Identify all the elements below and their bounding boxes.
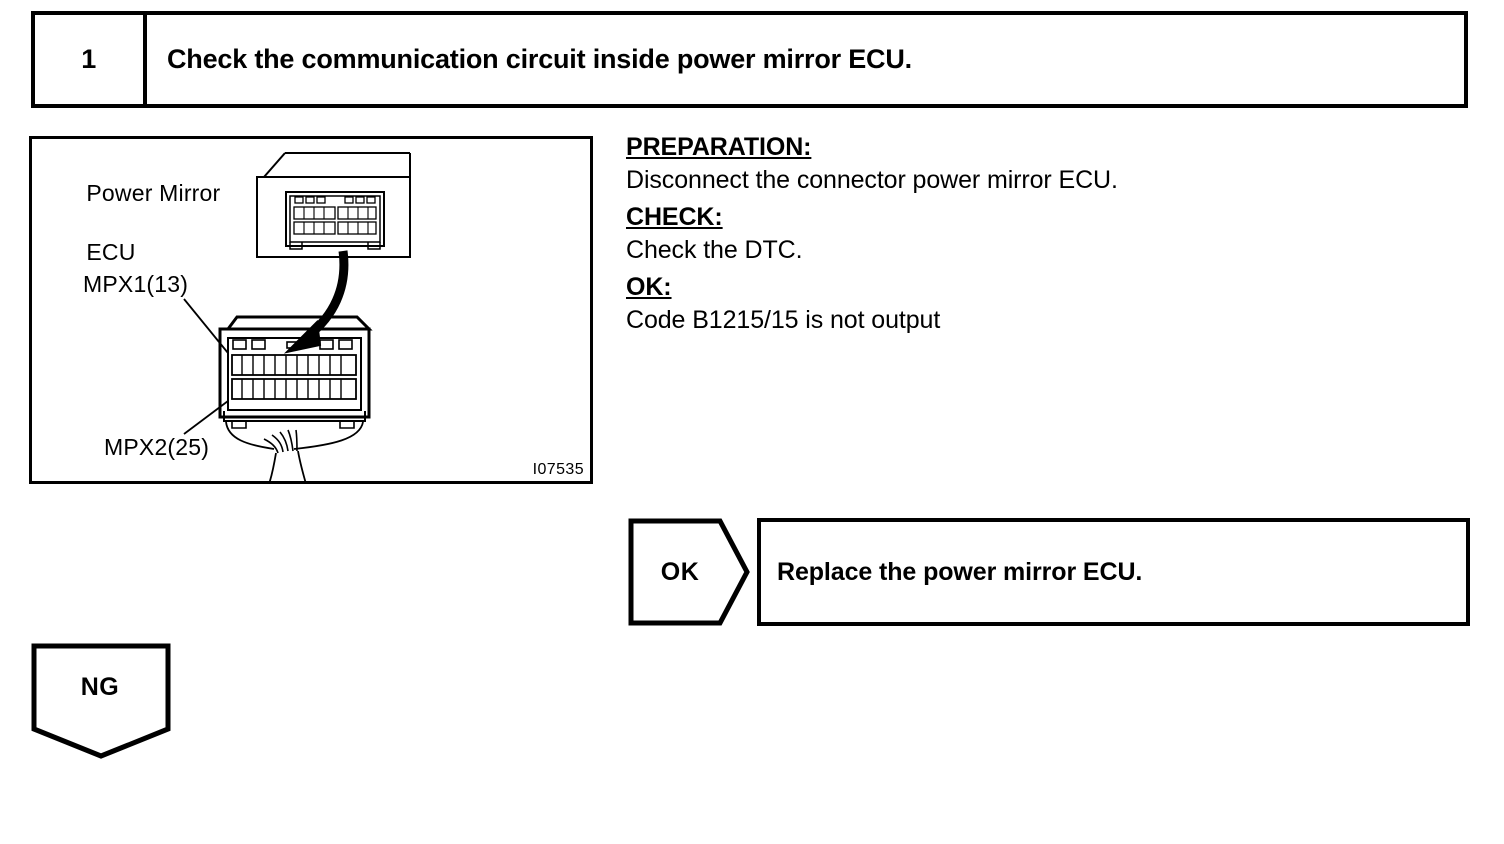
- instruction-text-block: PREPARATION: Disconnect the connector po…: [626, 133, 1326, 335]
- ecu-label-line1: Power Mirror: [86, 180, 221, 207]
- step-number-cell: 1: [35, 15, 147, 104]
- ok-result-arrow: OK: [628, 518, 750, 626]
- figure-reference-code: I07535: [532, 461, 584, 478]
- step-title-cell: Check the communication circuit inside p…: [147, 15, 1464, 104]
- check-text: Check the DTC.: [626, 236, 803, 264]
- step-header-row: 1 Check the communication circuit inside…: [31, 11, 1468, 108]
- preparation-heading: PREPARATION:: [626, 133, 812, 161]
- preparation-text: Disconnect the connector power mirror EC…: [626, 166, 1118, 194]
- connector-diagram-panel: Power Mirror ECU MPX1(13) MPX2(25) I0753…: [29, 136, 593, 484]
- ecu-label: Power Mirror ECU: [60, 150, 220, 297]
- ng-arrow-shape: [31, 643, 171, 759]
- ok-arrow-shape: [628, 518, 750, 626]
- ng-result-arrow: NG: [31, 643, 171, 759]
- ecu-label-line2: ECU: [86, 239, 136, 266]
- ng-arrow-label: NG: [80, 672, 120, 701]
- ok-criteria-text: Code B1215/15 is not output: [626, 306, 941, 334]
- pin-label-mpx2: MPX2(25): [104, 434, 210, 460]
- ok-heading: OK:: [626, 273, 672, 301]
- ok-result-box: Replace the power mirror ECU.: [757, 518, 1470, 626]
- step-title: Check the communication circuit inside p…: [167, 44, 912, 74]
- ok-result-action: Replace the power mirror ECU.: [777, 557, 1143, 586]
- check-heading: CHECK:: [626, 203, 723, 231]
- pin-label-mpx1: MPX1(13): [83, 271, 189, 297]
- step-number: 1: [81, 44, 97, 74]
- connector-illustration: [183, 152, 411, 481]
- ok-arrow-label: OK: [660, 557, 700, 586]
